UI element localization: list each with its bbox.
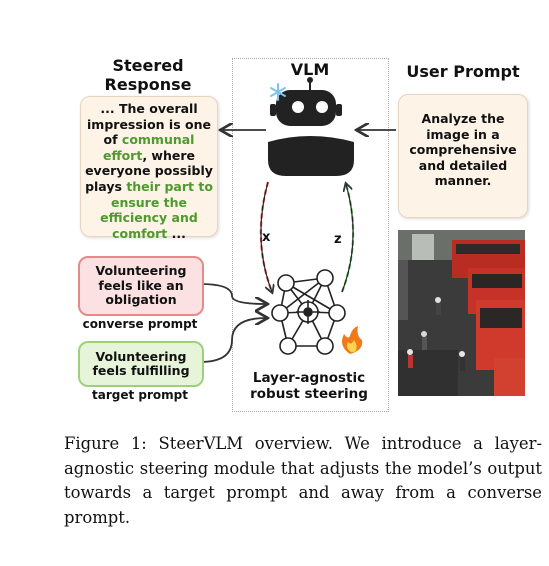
steering-module-label: Layer-agnostic robust steering [250, 370, 368, 402]
response-line: efficiency and [81, 210, 217, 226]
z-label: z [334, 232, 342, 247]
response-line: ... The overall [81, 101, 217, 117]
response-text-segment: plays [85, 178, 127, 194]
highlighted-phrase: efficiency and [100, 210, 198, 226]
figure-caption: Figure 1: SteerVLM overview. We introduc… [64, 434, 542, 527]
snowflake-icon [270, 83, 286, 101]
highlighted-phrase: their part to [126, 178, 213, 194]
user-prompt-text: Analyze the image in a comprehensive and… [409, 111, 517, 188]
highlighted-phrase: ensure the [110, 194, 188, 210]
converse-prompt-label: converse prompt [82, 317, 198, 331]
diagram-graphics [199, 77, 396, 363]
response-line: effort, where [81, 148, 217, 164]
target-connector [199, 318, 266, 363]
vlm-heading: VLM [290, 60, 330, 79]
response-text-segment: everyone possibly [85, 163, 213, 179]
response-line: impression is one [81, 117, 217, 133]
response-line: ensure the [81, 195, 217, 211]
response-line: everyone possibly [81, 163, 217, 179]
highlighted-phrase: effort [102, 147, 143, 163]
steering-network-icon [271, 269, 346, 355]
converse-connector [199, 283, 266, 304]
vlm-robot-icon [268, 77, 354, 176]
vlm-container [232, 58, 389, 412]
highlighted-phrase: comfort [112, 225, 168, 241]
target-prompt-box: Volunteering feels fulfilling [78, 341, 204, 387]
target-prompt-label: target prompt [92, 388, 188, 402]
response-text-segment: ... The overall [100, 101, 198, 116]
response-text-segment: , where [142, 147, 195, 163]
response-text-segment: of [103, 132, 122, 148]
highlighted-phrase: communal [121, 132, 195, 148]
bus-station-photo [398, 230, 525, 396]
response-text-segment: ... [167, 225, 186, 241]
converse-prompt-box: Volunteering feels like an obligation [78, 256, 204, 316]
fire-icon [342, 326, 363, 354]
x-label: x [262, 230, 271, 245]
response-line: plays their part to [81, 179, 217, 195]
user-prompt-card: Analyze the image in a comprehensive and… [398, 94, 528, 218]
bus-station-image [398, 230, 525, 396]
response-line: comfort ... [81, 226, 217, 242]
user-prompt-heading: User Prompt [406, 62, 520, 81]
response-text-segment: impression is one [87, 116, 211, 132]
steered-response-heading: Steered Response [104, 56, 192, 94]
response-line: of communal [81, 132, 217, 148]
